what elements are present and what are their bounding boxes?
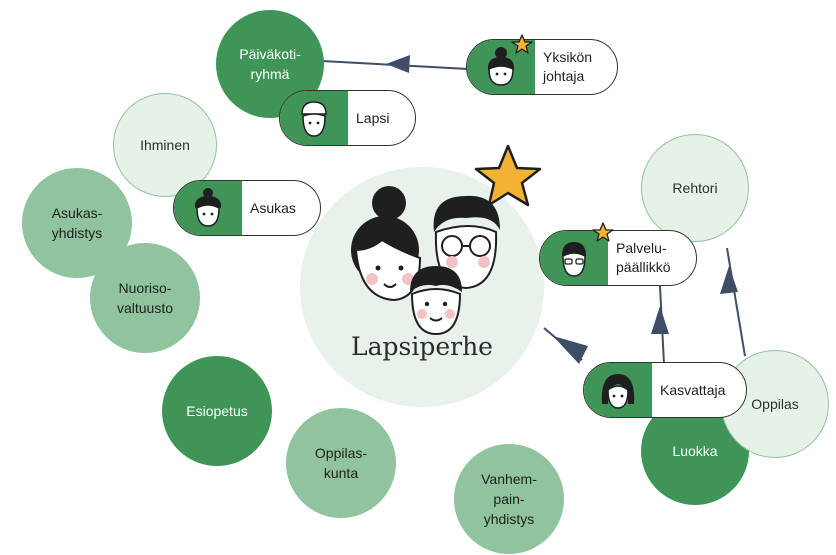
avatar <box>280 91 348 145</box>
pill-kasvattaja[interactable]: Kasvattaja <box>583 362 747 418</box>
pill-lapsi-label: Lapsi <box>356 109 390 126</box>
arrowhead-kasvattaja <box>553 336 588 364</box>
circle-nuorisovaltuusto[interactable]: Nuoriso- valtuusto <box>90 243 200 353</box>
pill-asukas[interactable]: Asukas <box>173 180 321 236</box>
person-face-icon <box>487 47 515 86</box>
pill-kasvattaja-label: Kasvattaja <box>660 381 726 398</box>
pill-yksikon-johtaja-label: Yksikön johtaja <box>543 49 593 84</box>
pill-asukas-label: Asukas <box>250 199 296 216</box>
pill-palvelupaallikko-label: Palvelu- päällikkö <box>616 240 671 275</box>
arrowhead-ryhma <box>386 55 410 73</box>
circle-oppilaskunta-label: Oppilas- kunta <box>314 444 368 481</box>
pill-palvelupaallikko[interactable]: Palvelu- päällikkö <box>539 230 697 286</box>
circle-luokka-label: Luokka <box>672 442 718 459</box>
circle-nuorisovaltuusto-label: Nuoriso- valtuusto <box>116 279 174 316</box>
circle-esiopetus-label: Esiopetus <box>186 402 248 419</box>
person-face-icon <box>194 188 222 227</box>
pill-yksikon-johtaja[interactable]: Yksikön johtaja <box>466 39 618 95</box>
avatar <box>174 181 242 235</box>
avatar <box>540 231 608 285</box>
circle-paivakotiryhma[interactable]: Päiväkoti- ryhmä <box>216 10 324 118</box>
circle-ihminen[interactable]: Ihminen <box>113 93 217 197</box>
circle-oppilas-label: Oppilas <box>751 395 799 412</box>
pill-lapsi[interactable]: Lapsi <box>279 90 416 146</box>
child-face-icon <box>301 101 327 137</box>
person-face-icon <box>601 374 635 409</box>
lapsiperhe-label: Lapsiperhe <box>351 332 493 361</box>
circle-paivakotiryhma-label: Päiväkoti- ryhmä <box>239 45 301 82</box>
lapsiperhe-node[interactable] <box>300 167 544 407</box>
connector-oppilas-to-rehtori <box>726 247 746 357</box>
avatar <box>584 363 652 417</box>
circle-esiopetus[interactable]: Esiopetus <box>162 356 272 466</box>
arrowhead-rehtori <box>720 266 738 294</box>
circle-oppilaskunta[interactable]: Oppilas- kunta <box>286 408 396 518</box>
avatar <box>467 40 535 94</box>
circle-vanhempainyhdistys-label: Vanhem- pain- yhdistys <box>481 470 537 528</box>
circle-ihminen-label: Ihminen <box>140 136 190 153</box>
person-face-icon <box>562 242 586 277</box>
circle-vanhempainyhdistys[interactable]: Vanhem- pain- yhdistys <box>454 444 564 554</box>
circle-rehtori-label: Rehtori <box>672 179 718 196</box>
arrowhead-palvelupaallikko <box>651 306 669 334</box>
circle-rehtori[interactable]: Rehtori <box>641 134 749 242</box>
circle-asukasyhdistys-label: Asukas- yhdistys <box>51 204 103 241</box>
